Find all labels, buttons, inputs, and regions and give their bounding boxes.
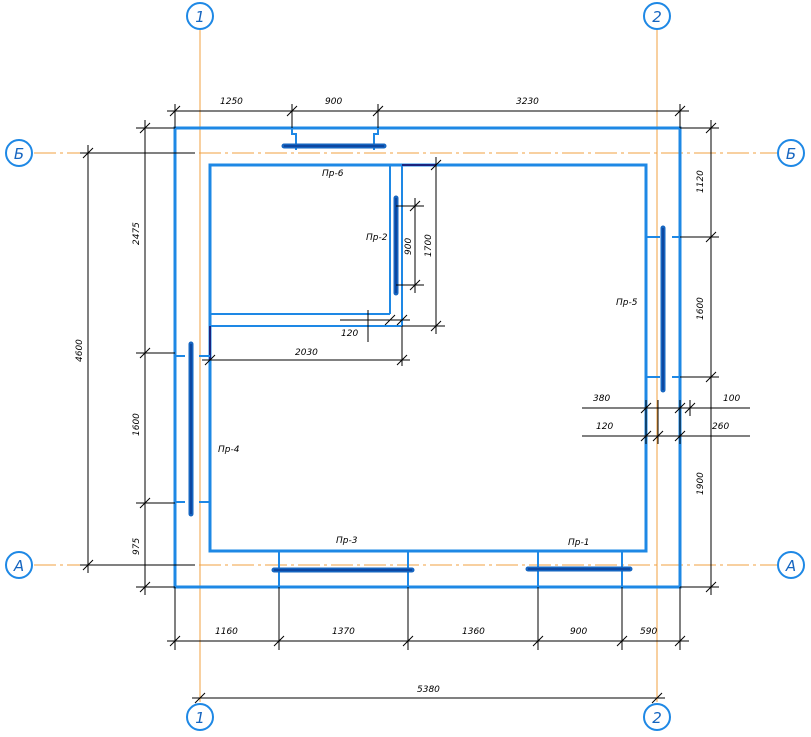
dim-right-1120: 1120 [696, 170, 706, 193]
axis-bubble-b-right: Б [777, 139, 805, 167]
opening-pr2: Пр-2 [366, 195, 399, 296]
dim-top-1: 1250 [220, 97, 243, 107]
opening-pr1: Пр-1 [525, 538, 633, 587]
axis-label: Б [786, 145, 796, 163]
opening-label-pr3: Пр-3 [336, 536, 358, 546]
dim-chain-left: 2475 1600 975 [132, 120, 175, 595]
outer-wall [173, 126, 682, 589]
dim-left-2475: 2475 [132, 222, 142, 245]
dim-inner-pr2: 900 1700 [396, 157, 445, 334]
axis-label: А [785, 557, 796, 575]
opening-label-pr5: Пр-5 [616, 298, 638, 308]
dim-inner-1700: 1700 [424, 234, 434, 257]
axis-grid [34, 30, 777, 702]
partition-dark-edge [209, 164, 436, 360]
dim-top-2: 900 [325, 97, 342, 107]
dim-right-1600: 1600 [696, 297, 706, 320]
axis-bubble-a-right: А [777, 551, 805, 579]
opening-label-pr1: Пр-1 [568, 538, 589, 548]
axis-bubble-1-top: 1 [186, 2, 214, 30]
opening-pr6: Пр-6 [281, 128, 387, 179]
dim-overall-5380: 5380 [417, 685, 440, 695]
dim-inner-260: 260 [712, 422, 729, 432]
axis-label: 2 [652, 709, 662, 727]
dim-inner-2030: 2030 [295, 348, 318, 358]
dim-chain-top: 1250 900 3230 [167, 97, 689, 128]
dim-bottom-1: 1160 [215, 627, 238, 637]
dim-right-1900: 1900 [696, 472, 706, 495]
axis-label: 1 [195, 8, 205, 26]
opening-pr3: Пр-3 [271, 536, 415, 587]
axis-label: Б [14, 145, 24, 163]
axis-label: 2 [652, 8, 662, 26]
axis-bubble-b-left: Б [5, 139, 33, 167]
walls [173, 126, 682, 589]
opening-pr4: Пр-4 [175, 341, 240, 517]
dim-bottom-5: 590 [640, 627, 657, 637]
dim-left-1600: 1600 [132, 413, 142, 436]
opening-label-pr6: Пр-6 [322, 169, 344, 179]
axis-label: 1 [195, 709, 205, 727]
dim-inner-120: 120 [341, 329, 358, 339]
dim-bottom-4: 900 [570, 627, 587, 637]
dim-top-3: 3230 [516, 97, 539, 107]
dim-overall-bottom: 5380 [192, 685, 665, 704]
opening-label-pr4: Пр-4 [218, 445, 240, 455]
inner-wall [208, 163, 648, 553]
dim-inner-partition: 120 2030 [202, 310, 410, 366]
dim-left-975: 975 [132, 538, 142, 555]
dim-chain-bottom: 1160 1370 1360 900 590 [167, 587, 689, 650]
dim-bottom-2: 1370 [332, 627, 355, 637]
axis-bubble-2-top: 2 [643, 2, 671, 30]
dim-inner-right: 380 120 100 260 [582, 394, 750, 444]
dim-inner-900: 900 [404, 238, 414, 255]
dim-inner-100: 100 [723, 394, 740, 404]
opening-label-pr2: Пр-2 [366, 233, 388, 243]
dim-inner-380: 380 [593, 394, 610, 404]
dim-inner-120-right: 120 [596, 422, 613, 432]
dim-left-overall: 4600 [75, 145, 195, 573]
dim-chain-right: 1120 1600 1900 [680, 120, 719, 595]
dim-bottom-3: 1360 [462, 627, 485, 637]
axis-label: А [13, 557, 24, 575]
axis-bubble-1-bottom: 1 [186, 703, 214, 731]
opening-pr5: Пр-5 [616, 225, 680, 393]
axis-bubble-a-left: А [5, 551, 33, 579]
dim-left-4600: 4600 [75, 339, 85, 362]
axis-bubble-2-bottom: 2 [643, 703, 671, 731]
